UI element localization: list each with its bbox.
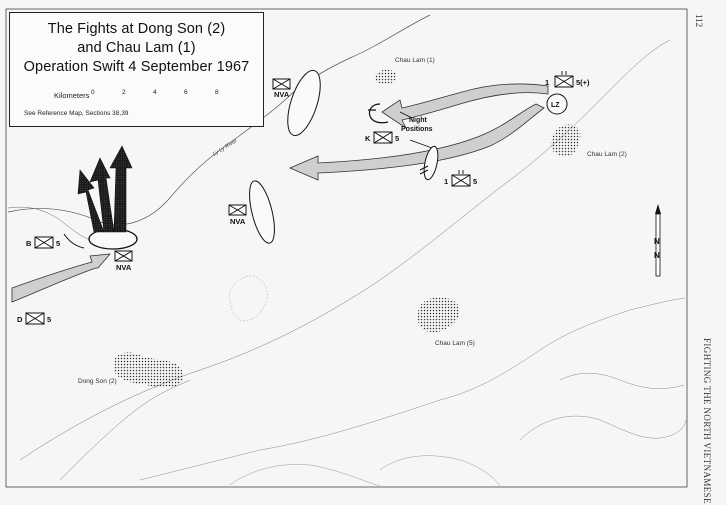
nva-center-label: NVA [230,217,246,226]
page-number: 112 [694,14,704,28]
running-head: FIGHTING THE NORTH VIETNAMESE [702,338,712,504]
night-position-ellipse [423,145,439,181]
k-company-arrow [368,103,389,124]
k-5-symbol [373,131,393,144]
chau-lam-2-label: Chau Lam (2) [587,151,627,158]
b-5-letter: B [26,239,32,248]
scale-label: Kilometers [54,91,90,100]
marine-advance-arrow-lower [288,103,545,181]
map-frame [5,8,688,488]
nva-north-label: NVA [274,90,290,99]
dong-son-2-village [114,352,184,388]
nva-north-position [287,69,321,137]
chau-lam-5-village [417,297,460,333]
reference-map-note: See Reference Map, Sections 38,39 [24,110,129,117]
lz-circle [546,93,568,115]
chau-lam-2-village [550,124,581,157]
d-5-letter: D [17,315,23,324]
nva-west-symbol [114,250,133,262]
b-company-arrow [63,233,85,249]
k-5-number: 5 [395,134,399,143]
nva-north-symbol [272,78,291,90]
scale-tick-6: 6 [184,89,188,96]
terrain-contour-1 [519,415,687,441]
scale-tick-2: 2 [122,89,126,96]
night-positions-label-2: Positions [401,126,433,133]
battalion-1-5-east-letter: 1 [444,177,448,186]
chau-lam-1-label: Chau Lam (1) [395,57,435,64]
map-title-line-1: The Fights at Dong Son (2) [47,21,226,37]
terrain-contour-4 [229,275,268,322]
map-title-line-2: and Chau Lam (1) [77,40,196,56]
dong-son-2-label: Dong Son (2) [78,378,117,385]
nva-withdrawal-arrow-1 [77,169,105,233]
north-arrow-letter-2: N [654,251,660,260]
d-5-symbol [25,312,45,325]
marine-advance-arrow-upper [381,83,549,130]
terrain-contour-2 [559,373,685,389]
coast-line [139,297,686,481]
b-5-number: 5 [56,239,60,248]
lz-label: LZ [551,102,560,109]
battalion-1-5-plus-letter: 1 [545,78,549,87]
night-position-arrow-1 [399,111,413,119]
map-title-box: The Fights at Dong Son (2) and Chau Lam … [9,12,264,127]
road-line-2 [59,379,191,481]
scale-tick-8: 8 [215,89,219,96]
marine-advance-arrow-west [11,253,111,303]
battalion-1-5-plus-symbol [554,71,574,88]
scale-tick-0: 0 [91,89,95,96]
battalion-1-5-plus-number: 5(+) [576,78,590,87]
nva-west-label: NVA [116,263,132,272]
north-arrow: N N [654,204,661,277]
b-5-symbol [34,236,54,249]
chau-lam-5-label: Chau Lam (5) [435,340,475,347]
scale-tick-4: 4 [153,89,157,96]
battalion-1-5-east-number: 5 [473,177,477,186]
night-position-arrow-2 [409,139,433,149]
terrain-contour-3 [229,464,381,487]
k-5-letter: K [365,134,371,143]
night-positions-label-1: Night [409,117,428,124]
nva-withdrawal-arrow-3 [109,145,133,233]
nva-center-position [249,180,275,244]
river-branch [7,206,91,241]
battalion-1-5-east-symbol [451,170,471,187]
nva-withdrawal-arrow-2 [89,157,115,233]
map-title-line-3: Operation Swift 4 September 1967 [23,59,250,75]
ly-ly-river-label: Ly Ly River [212,138,239,158]
chau-lam-1-village [375,69,397,85]
terrain-contour-5 [379,455,501,487]
nva-center-symbol [228,204,247,216]
north-arrow-letter-1: N [654,237,660,246]
d-5-number: 5 [47,315,51,324]
